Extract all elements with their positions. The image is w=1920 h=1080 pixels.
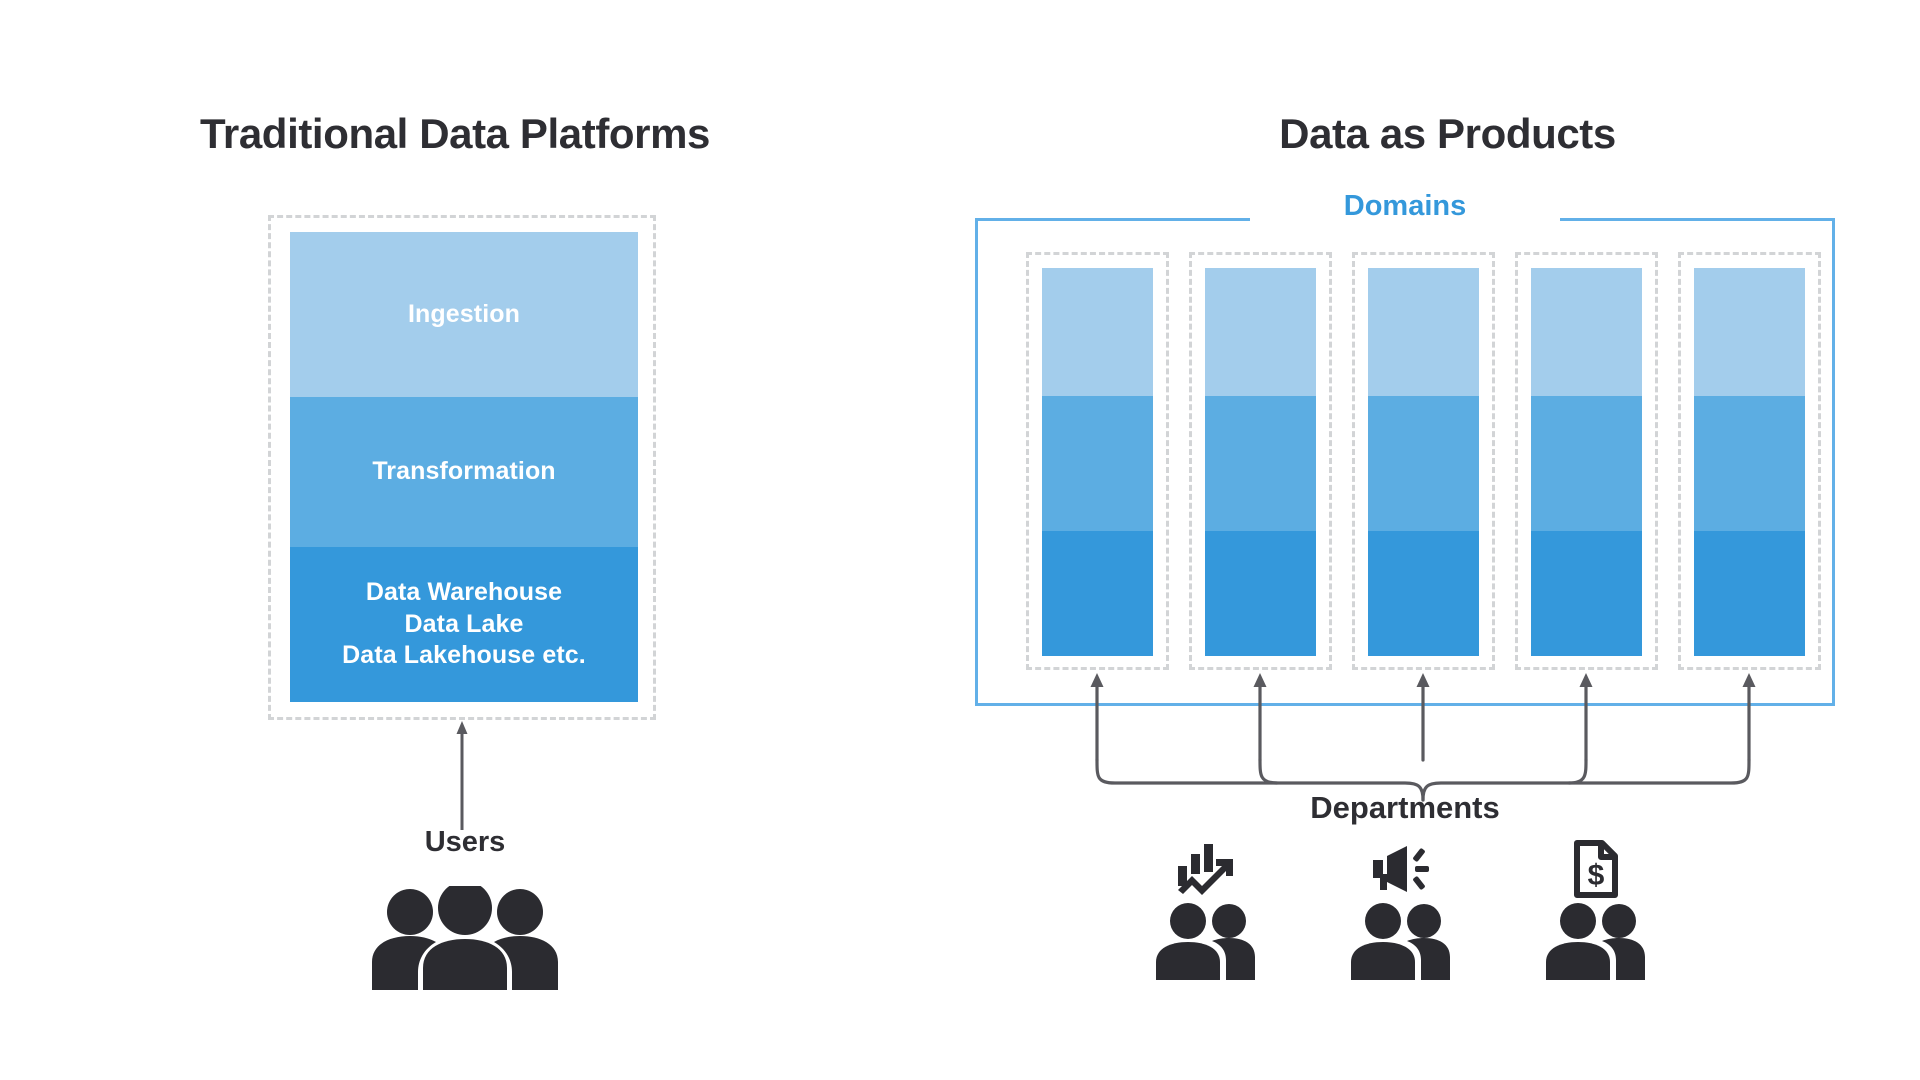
domains-border-right: [1832, 218, 1835, 706]
users-group-icon: [372, 886, 558, 990]
domains-border-left: [975, 218, 978, 706]
domain-5-storage-band: [1694, 531, 1805, 656]
domains-legend-label: Domains: [1250, 188, 1560, 227]
users-label: Users: [424, 826, 506, 858]
domain-1-transformation-band: [1042, 396, 1153, 531]
domain-column-3-stack: [1368, 268, 1479, 656]
domains-border-top-right: [1505, 218, 1835, 221]
two-people-icon: [1351, 903, 1450, 980]
domain-1-ingestion-band: [1042, 268, 1153, 396]
domain-2-transformation-band: [1205, 396, 1316, 531]
domain-3-transformation-band: [1368, 396, 1479, 531]
domain-3-ingestion-band: [1368, 268, 1479, 396]
domain-4-storage-band: [1531, 531, 1642, 656]
traditional-platform-stack: Ingestion Transformation Data Warehouse …: [290, 232, 638, 702]
department-group-2: [1320, 840, 1480, 1000]
storage-line-1: Data Warehouse: [365, 578, 563, 607]
layer-ingestion: Ingestion: [290, 232, 638, 397]
domain-column-5-stack: [1694, 268, 1805, 656]
domain-column-2-stack: [1205, 268, 1316, 656]
storage-line-3: Data Lakehouse etc.: [342, 641, 586, 670]
users-to-platform-arrow-icon: [456, 721, 468, 830]
domain-5-ingestion-band: [1694, 268, 1805, 396]
domains-container: [975, 218, 1835, 706]
analytics-chart-icon: [1178, 844, 1233, 895]
storage-line-2: Data Lake: [404, 609, 524, 638]
layer-transformation: Transformation: [290, 397, 638, 547]
domains-border-top-left: [975, 218, 1305, 221]
domain-column-1-stack: [1042, 268, 1153, 656]
invoice-dollar-icon: $: [1574, 840, 1618, 898]
domain-5-transformation-band: [1694, 396, 1805, 531]
right-panel-title: Data as Products: [1279, 110, 1616, 157]
departments-to-domains-connectors: [1090, 673, 1756, 802]
left-panel-title: Traditional Data Platforms: [199, 110, 711, 157]
domain-column-4-stack: [1531, 268, 1642, 656]
domain-1-storage-band: [1042, 531, 1153, 656]
department-group-3: $: [1515, 840, 1675, 1000]
domain-3-storage-band: [1368, 531, 1479, 656]
domain-4-transformation-band: [1531, 396, 1642, 531]
svg-text:$: $: [1588, 859, 1605, 892]
departments-label: Departments: [1310, 790, 1500, 825]
domain-4-ingestion-band: [1531, 268, 1642, 396]
megaphone-icon: [1373, 846, 1429, 892]
department-group-1: [1125, 840, 1285, 1000]
domain-2-storage-band: [1205, 531, 1316, 656]
domains-border-bottom: [975, 703, 1835, 706]
layer-storage: Data Warehouse Data Lake Data Lakehouse …: [290, 547, 638, 702]
two-people-icon: [1546, 903, 1645, 980]
domain-2-ingestion-band: [1205, 268, 1316, 396]
two-people-icon: [1156, 903, 1255, 980]
